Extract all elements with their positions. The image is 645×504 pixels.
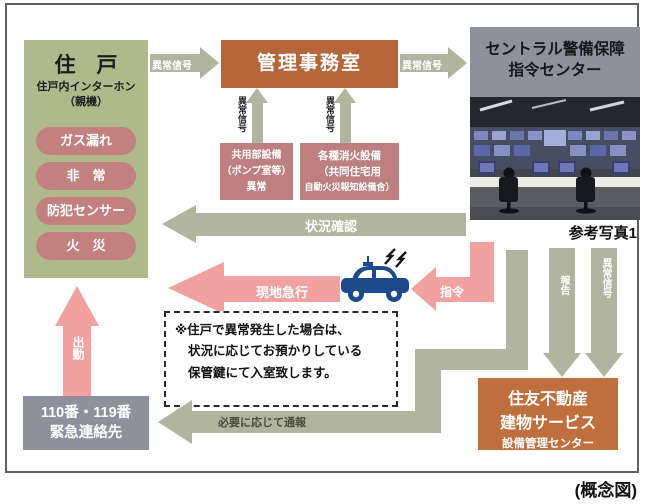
signal-arrow-left-body [150, 54, 200, 72]
signal-up2-label: 異常信号 [325, 96, 335, 132]
fire-equipment-line2: （共同住宅用 [318, 166, 381, 179]
security-center-photo [470, 97, 640, 220]
alarm-pill-security-sensor: 防犯センサー [36, 197, 136, 225]
fire-equipment-box: 各種消火設備 （共同住宅用 自動火災報知設備含） [300, 143, 399, 200]
rush-arrow-label: 現地急行 [255, 285, 308, 300]
key-entry-note: ※住戸で異常発生した場合は、 状況に応じてお預かりしている 保管鍵にて入室致しま… [164, 311, 398, 407]
notify-path-vertical2 [415, 349, 441, 412]
signal-arrow-right-label: 異常信号 [402, 61, 442, 72]
alarm-pill-emergency: 非 常 [36, 162, 136, 190]
sumitomo-line2: 建物サービス [499, 415, 596, 432]
signal-up2-body [340, 101, 351, 143]
signal-arrow-left-label: 異常信号 [152, 61, 192, 72]
patrol-car-icon [338, 248, 412, 311]
status-check-label: 状況確認 [304, 219, 357, 234]
signal-arrow-right-head [448, 47, 467, 79]
signal-down-arrow-head [585, 353, 623, 377]
dispatch-arrow-head [55, 286, 99, 326]
status-check-body [196, 213, 466, 236]
common-equipment-line2: （ポンプ室等） [221, 166, 292, 177]
command-arrow-body [436, 277, 494, 302]
report-arrow-label: 報告 [558, 275, 569, 295]
sumitomo-service-box: 住友不動産 建物サービス 設備管理センター [478, 378, 618, 450]
signal-up1-head [246, 88, 268, 103]
signal-up1-label: 異常信号 [237, 96, 247, 132]
notify-path-vertical1 [506, 250, 528, 351]
notify-arrow-head [158, 400, 192, 444]
command-arrow-vertical [470, 242, 494, 282]
fire-equipment-line1: 各種消火設備 [318, 150, 381, 162]
emergency-contact-line2: 緊急連絡先 [49, 425, 123, 442]
dispatch-arrow-body [63, 324, 91, 396]
signal-arrow-right-body [400, 54, 448, 72]
dispatch-arrow-label: 出動 [71, 336, 85, 360]
alarm-pill-gas-leak: ガス漏れ [36, 127, 136, 155]
security-center-line1: セントラル警備保障 [485, 41, 625, 58]
note-line3: 保管鍵にて入室致します。 [188, 365, 337, 380]
notify-path-horizontal [415, 349, 528, 370]
diagram-caption: (概念図) [574, 481, 637, 500]
dwelling-subtitle: 住戸内インターホン [36, 81, 136, 93]
notify-arrow-label: 必要に応じて通報 [218, 417, 306, 429]
security-center-box: セントラル警備保障 指令センター [470, 27, 640, 97]
command-arrow-label: 指令 [440, 285, 465, 299]
signal-down-arrow-body [591, 248, 617, 353]
dwelling-box: 住 戸 住戸内インターホン （親機） ガス漏れ 非 常 防犯センサー 火 災 [24, 40, 148, 278]
note-line2: 状況に応じてお預かりしている [188, 344, 363, 359]
rush-arrow-head [168, 262, 224, 314]
signal-up1-body [252, 101, 263, 143]
report-arrow-head [543, 353, 581, 377]
emergency-contact-box: 110番・119番 緊急連絡先 [23, 396, 149, 450]
common-equipment-line1: 共用部設備 [231, 150, 282, 161]
notify-arrow-body [192, 411, 441, 433]
alarm-pill-fire: 火 災 [36, 232, 136, 260]
security-center-line2: 指令センター [508, 61, 602, 79]
sumitomo-line3: 設備管理センター [502, 438, 594, 450]
diagram-border [5, 3, 639, 473]
note-line1: ※住戸で異常発生した場合は、 [175, 323, 350, 337]
signal-up2-head [334, 88, 356, 103]
sumitomo-line1: 住友不動産 [507, 391, 588, 408]
status-check-head [162, 205, 196, 243]
signal-arrow-left-head [200, 47, 219, 79]
fire-equipment-line3: 自動火災報知設備含） [304, 181, 395, 192]
emergency-contact-line1: 110番・119番 [40, 405, 132, 421]
common-equipment-box: 共用部設備 （ポンプ室等） 異常 [220, 143, 293, 200]
dwelling-title: 住 戸 [54, 54, 118, 77]
signal-down-arrow-label: 異常信号 [600, 258, 611, 298]
dwelling-subtitle2: （親機） [64, 96, 108, 108]
command-arrow-head [411, 267, 436, 311]
rush-arrow-body [224, 276, 340, 302]
management-office-box: 管理事務室 [221, 40, 398, 88]
common-equipment-line3: 異常 [246, 182, 267, 193]
report-arrow-body [549, 248, 575, 353]
photo-caption: 参考写真1 [568, 225, 637, 242]
control-room-image [470, 97, 640, 220]
